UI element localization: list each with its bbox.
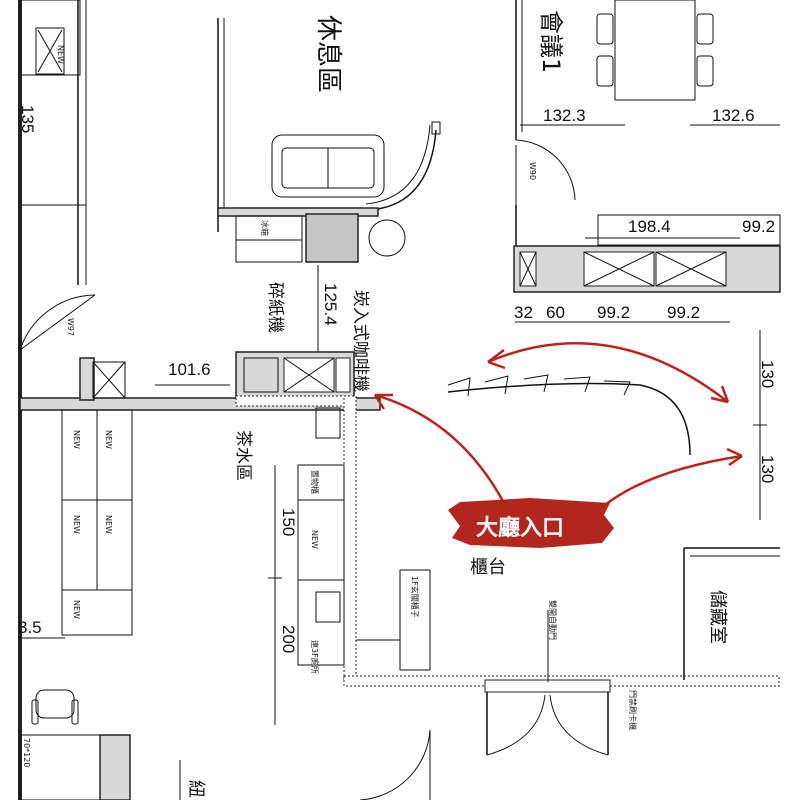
arrow-to-coffee — [374, 393, 507, 506]
meeting-table — [614, 0, 696, 101]
dim-32: 32 — [514, 303, 533, 322]
room-counter-partial: 櫃台 — [470, 557, 506, 578]
kitchen-cabinet — [297, 464, 345, 666]
dim-70-120: 70*120 — [22, 738, 31, 767]
arrow-to-right — [604, 454, 743, 506]
dim-60: 60 — [546, 303, 565, 322]
room-meeting: 會議1 — [537, 10, 565, 73]
dim-125-4: 125.4 — [321, 283, 340, 326]
entrance-blinds — [447, 374, 691, 456]
small-cabinet-label: 置物櫃 — [310, 470, 320, 494]
cabinet-tag: NEW — [310, 530, 319, 549]
room-tea: 茶水區 — [233, 430, 253, 481]
label-coffee-machine: 崁入式咖啡機 — [350, 290, 370, 392]
door-w90-swing — [515, 139, 576, 201]
counter-wall — [235, 395, 357, 407]
dim-132-6: 132.6 — [712, 106, 755, 125]
label-shredder: 碎紙機 — [265, 282, 285, 333]
door-w97-label: W97 — [66, 318, 75, 336]
note-sliding-door: 雙開自動門 — [548, 600, 558, 640]
room-storage: 儲藏室 — [707, 590, 728, 644]
dim-99-2-a: 99.2 — [597, 303, 630, 322]
note-card-reader: 門禁刷卡機 — [628, 690, 638, 730]
entrance-arrows — [373, 341, 743, 506]
fridge-label: 冰箱 — [260, 220, 270, 236]
cabinet-tag: NEW — [104, 515, 113, 534]
cabinet-tag: NEW — [56, 45, 65, 64]
curved-partition — [369, 129, 437, 211]
room-lounge: 休息區 — [313, 15, 343, 93]
storage-box — [305, 213, 359, 263]
dim-99-2-b: 99.2 — [667, 303, 700, 322]
dim-198-4: 198.4 — [628, 217, 671, 236]
dim-135: 135 — [18, 105, 37, 133]
note-3f: 連3F廁所 — [310, 640, 320, 674]
door-w97-leaf — [19, 294, 96, 351]
round-table — [368, 219, 406, 257]
fridge — [235, 215, 303, 263]
sofa — [271, 134, 385, 198]
dim-200: 200 — [279, 625, 298, 653]
room-bottom-partial: 紐 — [185, 780, 206, 798]
dim-3-5: 3.5 — [18, 618, 42, 637]
cabinet-tag: NEW — [72, 515, 81, 534]
left-top-cabinet — [19, 0, 81, 76]
arrow-double — [487, 341, 729, 403]
dim-130-b: 130 — [758, 455, 777, 483]
counter-side-wall — [343, 395, 357, 681]
cabinet-tag: NEW — [72, 600, 81, 619]
cabinet-tag: NEW — [72, 430, 81, 449]
note-1f-box — [399, 569, 431, 671]
entrance-callout-label: 大廳入口 — [476, 515, 564, 541]
cabinet-tag: NEW — [104, 430, 113, 449]
dim-99-2-top: 99.2 — [742, 217, 775, 236]
door-w90-label: W90 — [528, 162, 537, 180]
note-1f: 1F玄關櫃子 — [410, 576, 420, 618]
dim-130-a: 130 — [758, 360, 777, 388]
entrance-callout-badge — [448, 498, 614, 548]
dim-132-3: 132.3 — [543, 106, 586, 125]
chair — [35, 689, 75, 719]
dim-101-6: 101.6 — [168, 360, 211, 379]
dim-150: 150 — [279, 508, 298, 536]
